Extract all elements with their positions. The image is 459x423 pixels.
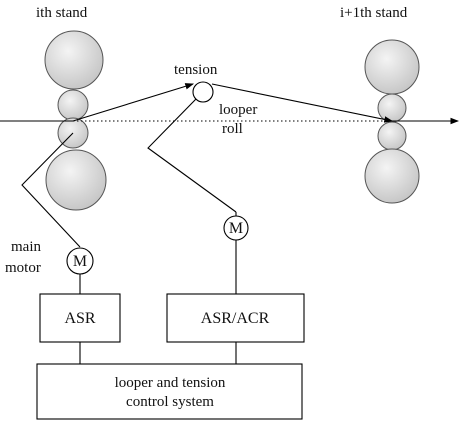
main-motor-label-line2: motor (5, 260, 41, 276)
asr-acr-box-label: ASR/ACR (201, 310, 270, 327)
looper-roll-label-line2: roll (222, 121, 243, 137)
control-system-label-line2: control system (126, 394, 214, 410)
asr-box (39, 293, 121, 343)
ith-work-roll-top (57, 89, 89, 121)
asr-box-label: ASR (64, 310, 95, 327)
strip-downstream (211, 83, 394, 123)
main-motor-label-line1: main (11, 239, 41, 255)
i1th-stand (364, 39, 420, 204)
ith-stand-label: ith stand (36, 5, 88, 21)
tension-label: tension (174, 62, 218, 78)
ith-stand (44, 30, 107, 211)
ith-backup-roll-bottom (45, 149, 107, 211)
looper-motor-symbol: M (229, 220, 243, 237)
strip-upstream (72, 83, 195, 122)
looper-roll (192, 81, 214, 103)
control-system-label-line1: looper and tension (115, 375, 226, 391)
main-motor-symbol: M (73, 253, 87, 270)
looper-roll-label-line1: looper (219, 102, 257, 118)
looper-arm (147, 98, 237, 213)
ith-backup-roll-top (44, 30, 104, 90)
control-system-box (36, 363, 303, 420)
asr-acr-box (166, 293, 305, 343)
i1th-backup-roll-top (364, 39, 420, 95)
i1th-work-roll-top (377, 93, 407, 123)
i1th-work-roll-bottom (377, 121, 407, 151)
main-motor-linkage (21, 132, 81, 248)
i1th-stand-label: i+1th stand (340, 5, 408, 21)
i1th-backup-roll-bottom (364, 148, 420, 204)
